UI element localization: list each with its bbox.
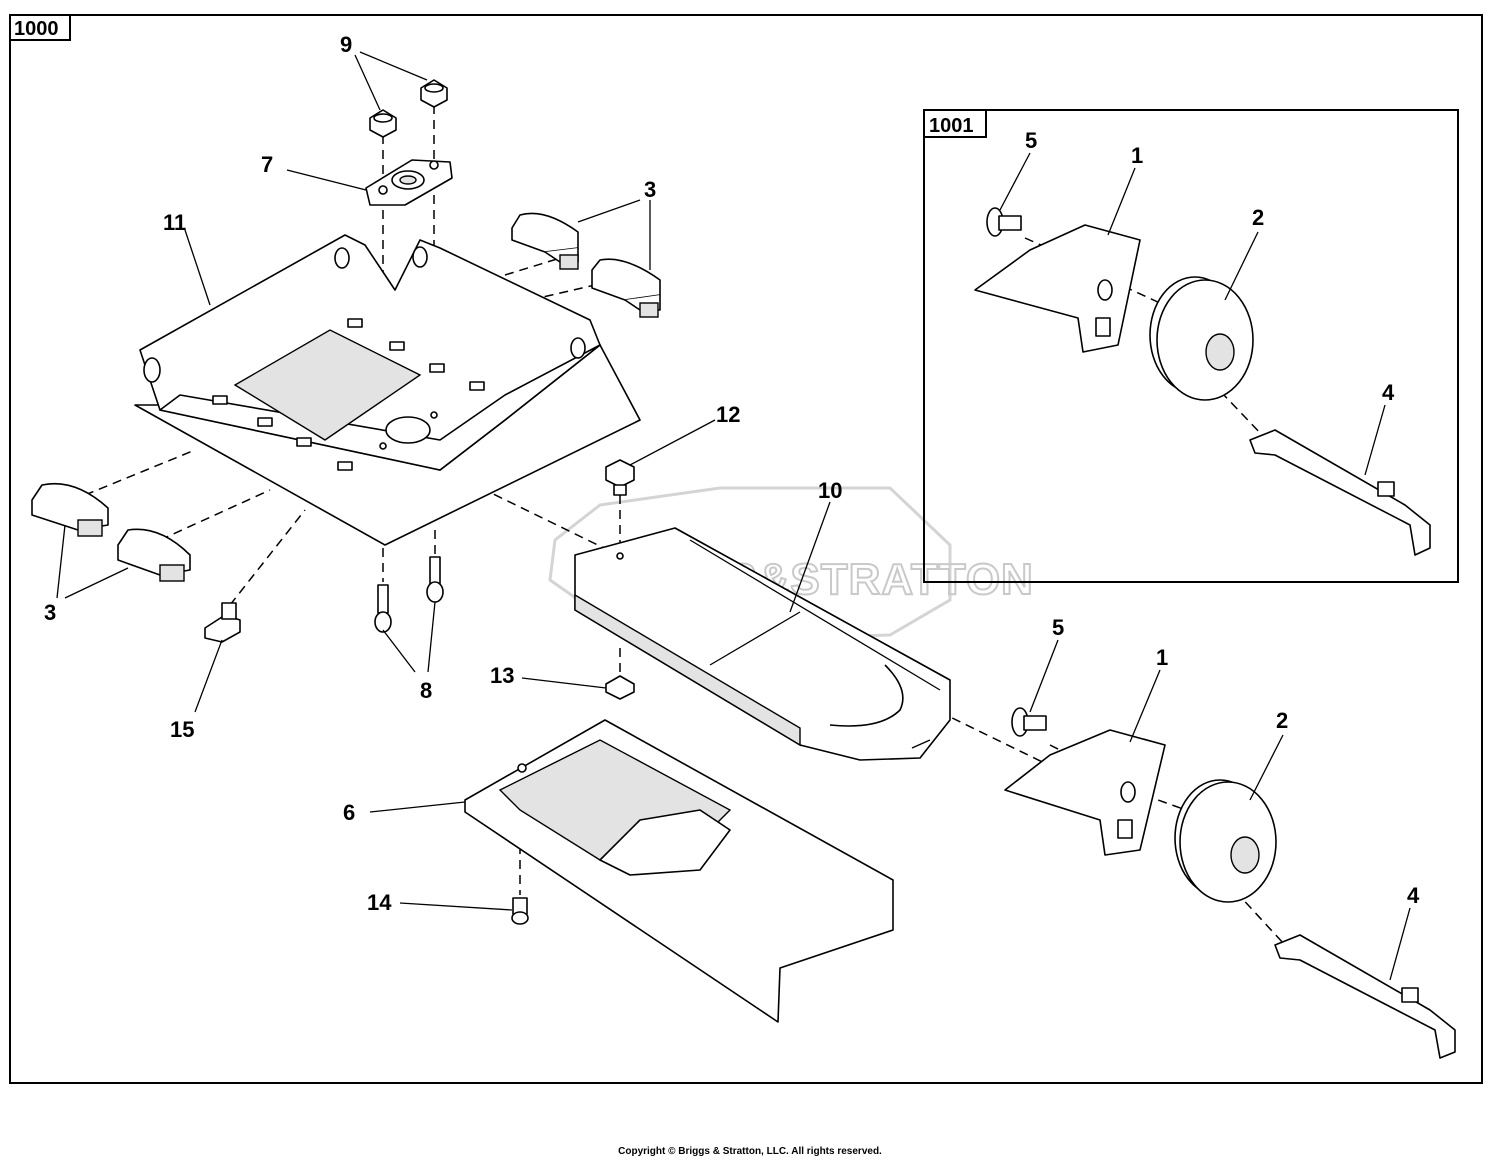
clip-upper-2 — [591, 258, 661, 318]
callout-12: 12 — [716, 402, 740, 427]
retainer-4 — [1274, 934, 1456, 1059]
callout-7: 7 — [261, 152, 273, 177]
bolt-8b — [426, 556, 444, 603]
inset-knob-screw-5 — [986, 207, 1022, 237]
knob-screw-5 — [1011, 707, 1047, 737]
callout-2: 2 — [1276, 708, 1288, 733]
copyright-text: Copyright © Briggs & Stratton, LLC. All … — [618, 1146, 882, 1157]
inset-adjuster-bracket-1 — [974, 224, 1141, 353]
callout-1: 1 — [1156, 645, 1168, 670]
clip-upper-1 — [511, 212, 579, 270]
bearing-flange — [365, 159, 453, 206]
bolt-8a — [374, 584, 392, 633]
screw-14 — [511, 897, 529, 925]
callout-8: 8 — [420, 678, 432, 703]
leader-lines — [56, 51, 1411, 981]
flange-nut-2 — [420, 79, 448, 108]
callout-9: 9 — [340, 32, 352, 57]
callout-15: 15 — [170, 717, 194, 742]
nut-13 — [605, 675, 635, 700]
clip-lower-2 — [117, 528, 191, 582]
callout-14: 14 — [367, 890, 392, 915]
bolt-12 — [605, 459, 635, 496]
inset-callout-4: 4 — [1382, 380, 1395, 405]
inset-adjuster-dial-2 — [1149, 276, 1254, 401]
main-frame-label: 1000 — [14, 18, 59, 40]
inset-callout-5: 5 — [1025, 128, 1037, 153]
adjuster-dial-2 — [1174, 779, 1277, 903]
clip-lower-1 — [31, 482, 109, 537]
callout-10: 10 — [818, 478, 842, 503]
inset-callout-1: 1 — [1131, 143, 1143, 168]
callout-3-upper: 3 — [644, 177, 656, 202]
base-plate — [134, 234, 641, 546]
main-frame — [9, 14, 1483, 1084]
callout-3-lower: 3 — [44, 600, 56, 625]
inset-frame-label-box — [923, 109, 987, 138]
inset-callout-2: 2 — [1252, 205, 1264, 230]
flange-nut-1 — [369, 109, 397, 138]
callout-5: 5 — [1052, 615, 1064, 640]
callout-13: 13 — [490, 663, 514, 688]
main-frame-label-box — [9, 14, 71, 41]
adjuster-bracket-1 — [1004, 729, 1166, 856]
bracket — [464, 719, 894, 1023]
callout-4: 4 — [1407, 883, 1420, 908]
inset-frame — [923, 109, 1459, 583]
callouts: 9 7 11 3 3 12 10 8 13 15 6 14 5 1 2 4 5 … — [44, 32, 1420, 915]
tray — [574, 527, 951, 761]
callout-6: 6 — [343, 800, 355, 825]
inset-retainer-4 — [1249, 429, 1431, 556]
screw-15 — [204, 602, 241, 643]
callout-11: 11 — [163, 210, 186, 235]
inset-frame-label: 1001 — [929, 115, 974, 137]
